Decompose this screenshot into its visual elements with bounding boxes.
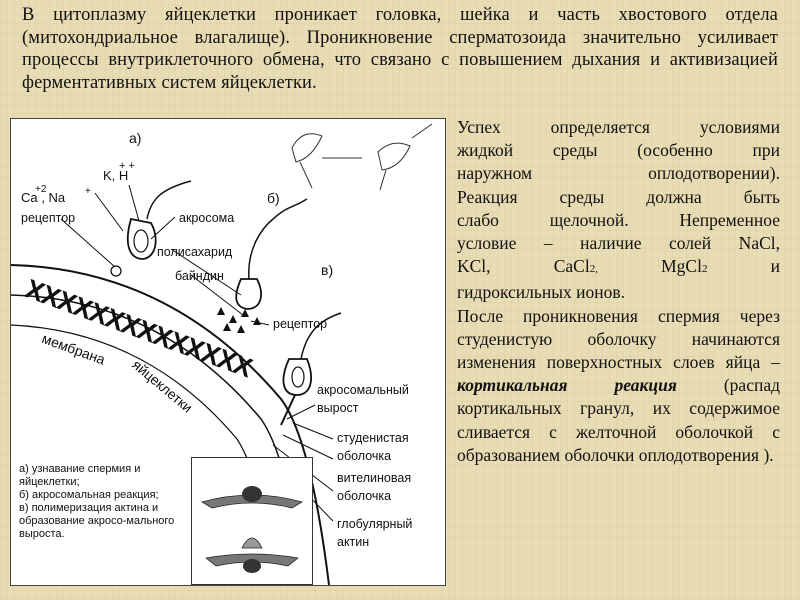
jelly-coat-label-2: оболочка (337, 449, 392, 463)
sperm-a (110, 180, 192, 277)
conditions-line: Успех определяется условиями (457, 117, 780, 137)
jelly-coat-label: студенистая (337, 431, 409, 445)
sperm-c (280, 312, 342, 426)
inset-drawing (200, 486, 304, 573)
salts-and: и (770, 256, 780, 277)
fertilization-diagram: а) б) в) K, H + + Ca , Na +2 + рецептор … (10, 118, 446, 586)
outer-membrane-line (11, 264, 330, 585)
ions-kh-sup: + + (119, 160, 135, 172)
globular-actin-label: глобулярный (337, 517, 413, 531)
conditions-paragraph: Успех определяется условиями жидкой сред… (457, 116, 780, 305)
top-paragraph: В цитоплазму яйцеклетки проникает головк… (22, 5, 778, 93)
receptor-2-label: рецептор (273, 317, 328, 331)
salt-mgcl2: MgCl2 (661, 256, 708, 277)
conditions-line: жидкой среды (особенно при (457, 140, 780, 161)
salt-cacl2: CaCl2, (553, 256, 598, 277)
sperm-egg-thumbnail (282, 118, 442, 194)
ions-kh-label: K, H (103, 168, 129, 183)
cortical-reaction-term: кортикальная реакция (457, 375, 677, 396)
acrosomal-process-label: акросомальный (317, 383, 409, 397)
conditions-line: условие – наличие солей NaCl, (457, 233, 780, 254)
vitelline-label-2: оболочка (337, 489, 392, 503)
conditions-line: слабо щелочной. Непременное (457, 209, 780, 230)
cortical-reaction-paragraph: После проникновения спермия через студен… (457, 305, 780, 467)
receptor-label: рецептор (21, 211, 76, 225)
right-text-column: Успех определяется условиями жидкой сред… (457, 116, 780, 467)
figure-caption: а) узнавание спермия и яйцеклетки; б) ак… (19, 463, 189, 541)
bindin-label: байндин (175, 269, 224, 283)
ions-cana-label: Ca , Na (21, 190, 66, 205)
ions-cana-sup: +2 (35, 184, 47, 195)
diagram-drawing (11, 180, 342, 585)
caption-a: а) узнавание спермия и яйцеклетки; (19, 463, 141, 488)
acrosome-label: акросома (179, 211, 235, 225)
ions-na-sup: + (85, 186, 91, 197)
stage-c-label: в) (321, 262, 334, 278)
stage-a-label: а) (129, 130, 142, 146)
cortical-text-end: (распад кортикальных гранул, их содержим… (457, 375, 780, 465)
salt-kcl: KCl, (457, 256, 491, 277)
conditions-line: наружном оплодотворении). (457, 163, 780, 184)
conditions-last-line: гидроксильных ионов. (457, 282, 625, 303)
salts-line: KCl, CaCl2, MgCl2 и (457, 255, 780, 281)
sperm-b (217, 198, 308, 333)
acrosomal-process-inset-image (191, 457, 313, 585)
caption-b: б) акросомальная реакция; (19, 489, 159, 501)
caption-c: в) полимеризация актина и образование ак… (19, 502, 175, 540)
cortical-text-start: После проникновения спермия через студен… (457, 305, 780, 373)
thumbnail-drawing (291, 123, 433, 191)
acrosomal-process-label-2: вырост (317, 401, 359, 415)
conditions-line: Реакция среды должна быть (457, 186, 780, 207)
polysaccharide-label: полисахарид (157, 245, 233, 259)
vitelline-label: вителиновая (337, 471, 412, 485)
stage-b-label: б) (267, 190, 280, 206)
globular-actin-label-2: актин (337, 535, 370, 549)
